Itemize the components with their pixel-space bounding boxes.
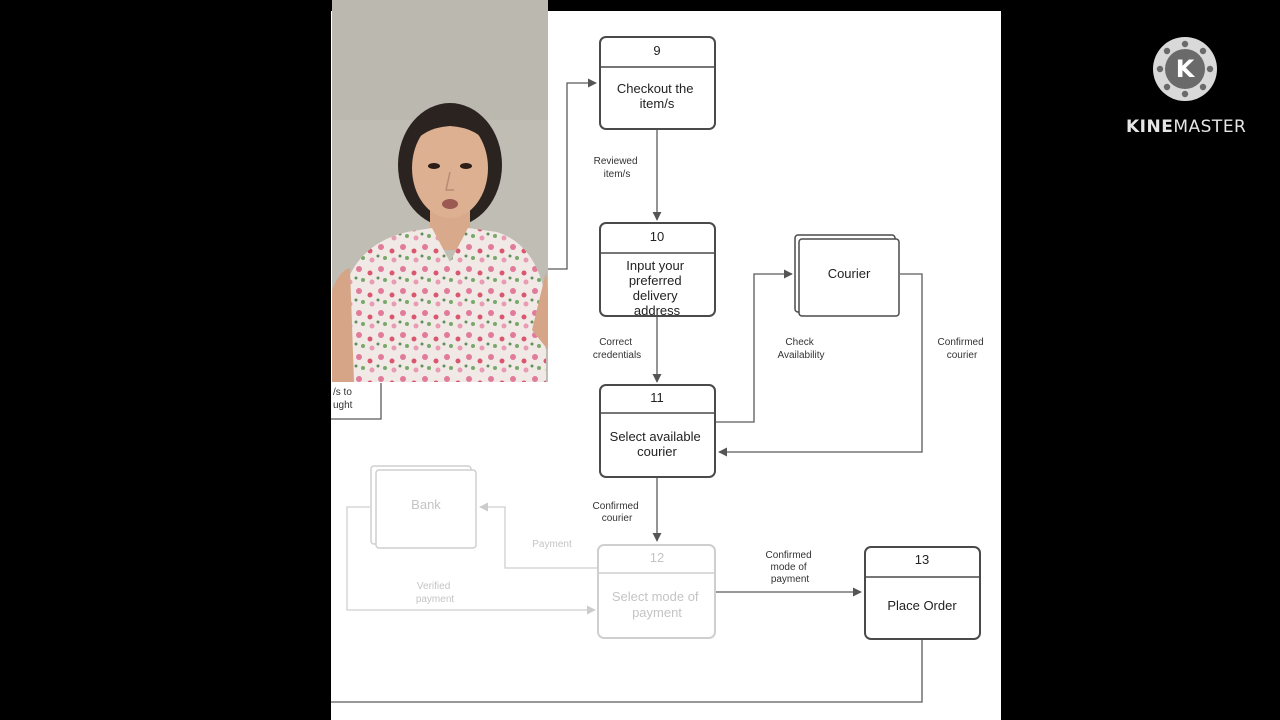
faded-flow-labels: Payment Verified payment [416, 539, 572, 605]
node-9: 9 Checkout the item/s [599, 36, 716, 130]
line-to-node-9 [548, 78, 597, 270]
node-9-label-1: Checkout the [617, 81, 694, 96]
node-13-number: 13 [915, 552, 929, 567]
flow-payment: Payment [532, 539, 572, 550]
node-10-number: 10 [650, 229, 664, 244]
node-12-number: 12 [650, 550, 664, 565]
node-10-label-3: delivery [633, 288, 678, 303]
flow-confirmed-courier-down: Confirmed courier [593, 501, 642, 524]
node-10-label-1: Input your [626, 258, 684, 273]
flow-verified-payment: Verified payment [416, 581, 455, 605]
connectors [331, 78, 923, 703]
entity-courier-label: Courier [828, 266, 871, 281]
svg-text:Checkout the item/s: Checkout the item/s [617, 81, 697, 111]
flow-check-availability: Check Availability [777, 337, 824, 361]
flow-confirmed-courier-right: Confirmed courier [938, 337, 987, 361]
flow-labels: Reviewed item/s Correct credentials Chec… [333, 156, 987, 585]
entity-bank-label: Bank [411, 497, 441, 512]
flow-reviewed-items: Reviewed item/s [594, 156, 641, 180]
line-courier-to-11 [718, 273, 923, 457]
node-10-label-2: preferred [629, 273, 682, 288]
node-11-label-1: Select available [610, 429, 701, 444]
kinemaster-watermark: K KINEMASTER [1126, 36, 1247, 137]
line-11-to-courier [716, 269, 793, 423]
flow-correct-credentials: Correct credentials [593, 337, 641, 361]
svg-text:Input your preferred: Input your preferred delivery address [626, 258, 687, 318]
node-11-number: 11 [650, 390, 664, 405]
node-10-label-4: address [634, 303, 681, 318]
presenter-video-overlay [332, 0, 548, 382]
node-13-label: Place Order [887, 598, 957, 613]
node-12: 12 Select mode of payment [597, 544, 716, 639]
node-12-label-1: Select mode of [612, 589, 699, 604]
node-9-label-2: item/s [640, 96, 675, 111]
node-11-label-2: courier [637, 444, 677, 459]
svg-text:Select mode of payment: Select mode of payment [612, 589, 702, 620]
node-11: 11 Select available courier [599, 384, 716, 478]
presenter-illustration [332, 0, 548, 382]
svg-text:Select available courier: Select available courier [610, 429, 705, 459]
faded-connectors [346, 502, 598, 615]
wordmark-part-2: MASTER [1173, 117, 1247, 137]
line-left-partial [331, 383, 382, 420]
line-12-to-bank [479, 502, 598, 569]
kinemaster-wordmark: KINEMASTER [1126, 117, 1247, 137]
kinemaster-logo-icon: K [1153, 37, 1217, 101]
kinemaster-logo-letter: K [1176, 55, 1196, 83]
node-12-label-2: payment [632, 605, 682, 620]
entity-bank: Bank [370, 465, 477, 549]
flow-confirmed-mode-of-payment: Confirmed mode of payment [766, 550, 815, 585]
entity-courier: Courier [794, 234, 900, 317]
line-13-bottom [331, 640, 923, 703]
flow-partial-left: /s to ught [333, 387, 355, 411]
wordmark-part-1: KINE [1126, 117, 1174, 137]
node-9-number: 9 [653, 43, 660, 58]
line-bank-to-12 [346, 506, 596, 615]
node-10: 10 Input your preferred delivery address [599, 222, 716, 318]
node-13: 13 Place Order [864, 546, 981, 640]
